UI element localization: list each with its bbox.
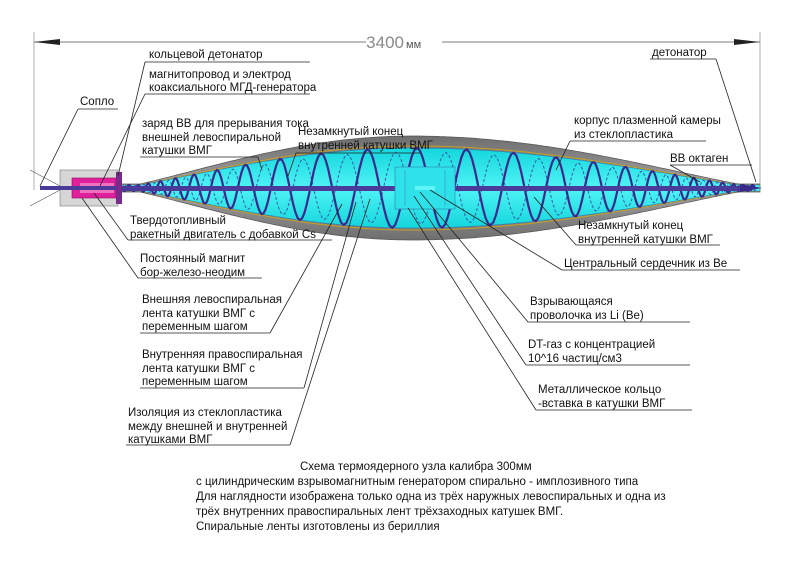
label-body-line-1: корпус плазменной камеры: [574, 115, 721, 127]
label-detonator: детонатор: [652, 47, 707, 59]
label-motor-line-1: Твердотопливный: [130, 215, 226, 227]
label-magnet-line-2: бор-железо-неодим: [140, 267, 245, 279]
inner-coil: [121, 151, 757, 225]
label-open-end-right-2: внутренней катушки ВМГ: [578, 234, 714, 246]
magnetic-electrode: [40, 186, 120, 190]
exploding-wire: [415, 186, 435, 190]
label-ring-1: Металлическое кольцо: [538, 384, 661, 396]
label-insul-3: катушками ВМГ: [128, 434, 213, 446]
caption-line-2: с цилиндрическим взрывомагнитным генерат…: [196, 476, 639, 488]
label-open-end-right-1: Незамкнутый конец: [578, 220, 684, 232]
label-open-end-top-1: Незамкнутый конец: [298, 126, 404, 138]
label-outer-tape-3: переменным шагом: [142, 321, 248, 333]
label-magnet-line-1: Постоянный магнит: [140, 253, 246, 265]
label-inner-tape-1: Внутренняя правоспиральная: [142, 349, 302, 361]
label-open-end-top-2: внутренней катушки ВМГ: [298, 140, 434, 152]
device-body: [29, 135, 762, 241]
label-insul-2: между внешней и внутренней: [128, 421, 287, 433]
label-magnetic-line-1: магнитопровод и электрод: [149, 69, 291, 81]
label-magnetic-line-2: коаксиального МГД-генератора: [149, 82, 317, 94]
label-ring-2: -вставка в катушки ВМГ: [538, 398, 666, 410]
label-motor-line-2: ракетный двигатель с добавкой Cs: [130, 229, 316, 241]
caption-line-5: Спиральные ленты изготовлены из бериллия: [196, 521, 440, 533]
label-inner-tape-2: лента катушки ВМГ с: [142, 363, 255, 375]
label-nozzle: Сопло: [80, 96, 114, 108]
label-charge-line-1: заряд ВВ для прерывания тока: [142, 118, 310, 130]
caption-line-4: трёх внутренних правоспиральных лент трё…: [196, 506, 563, 518]
leader-lines: [39, 58, 757, 446]
label-charge-line-3: катушки ВМГ: [142, 145, 213, 157]
callout-labels: кольцевой детонатор магнитопровод и элек…: [80, 47, 728, 446]
label-body-line-2: из стеклопластика: [574, 129, 674, 141]
outerCoil-helix: [121, 146, 757, 230]
dimension-unit: мм: [406, 39, 421, 51]
innerCoil-helix: [121, 151, 757, 225]
label-inner-tape-3: переменным шагом: [142, 376, 248, 388]
label-ring-detonator: кольцевой детонатор: [149, 49, 263, 61]
dimension-value: 3400: [366, 33, 404, 52]
caption-line-1: Схема термоядерного узла калибра 300мм: [300, 461, 532, 473]
label-outer-tape-2: лента катушки ВМГ с: [142, 308, 255, 320]
dimension-arrow-left: [34, 39, 60, 45]
dimension-arrow-right: [734, 39, 760, 45]
label-charge-line-2: внешней левоспиральной: [142, 132, 281, 144]
label-insul-1: Изоляция из стеклопластика: [128, 407, 283, 419]
dimension-line: 3400 мм: [33, 32, 761, 190]
label-octogen: ВВ октаген: [670, 153, 728, 165]
caption: Схема термоядерного узла калибра 300мм с…: [196, 461, 666, 533]
label-wire-2: проволочка из Li (Be): [530, 310, 644, 322]
caption-line-3: Для наглядности изображена только одна и…: [196, 491, 666, 503]
label-wire-1: Взрывающаяся: [530, 296, 613, 308]
detonator-tip: [740, 184, 762, 192]
label-dt-1: DT-газ с концентрацией: [528, 339, 655, 351]
label-core: Центральный сердечник из Be: [564, 258, 727, 270]
label-outer-tape-1: Внешняя левоспиральная: [142, 294, 282, 306]
outer-coil: [121, 146, 757, 230]
label-dt-2: 10^16 частиц/см3: [528, 353, 622, 365]
ring-detonator: [116, 172, 122, 204]
